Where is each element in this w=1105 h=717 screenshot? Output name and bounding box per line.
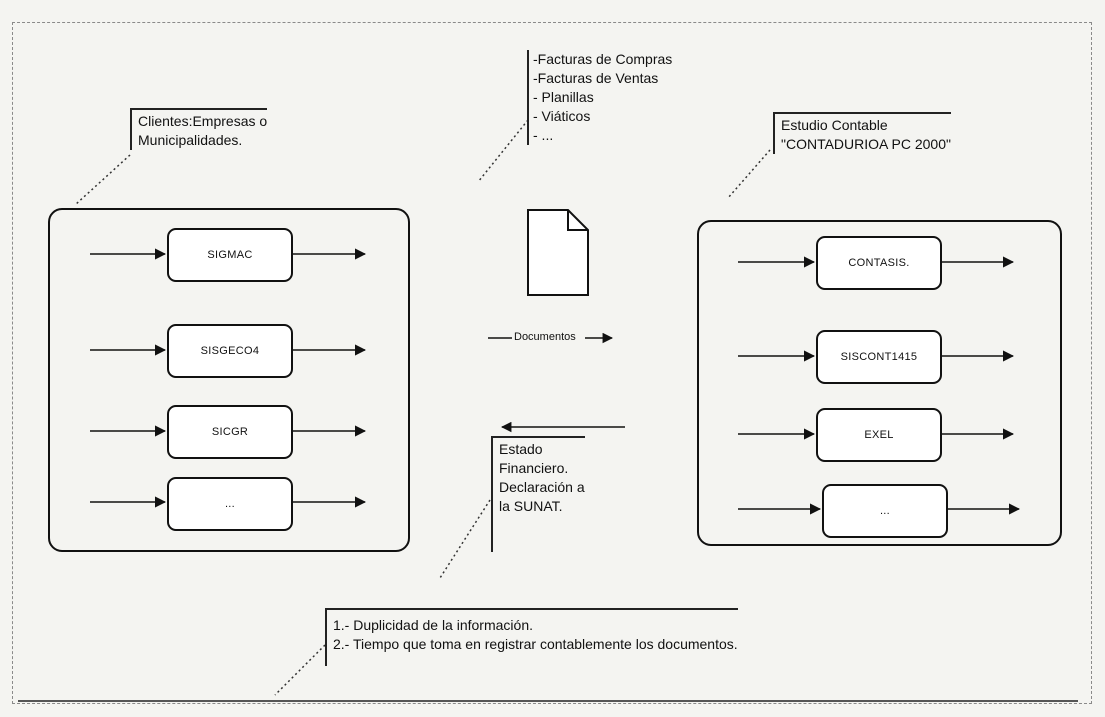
return-note: Estado Financiero. Declaración a la SUNA… (491, 436, 585, 552)
studio-leader-line (727, 149, 771, 199)
documents-flow-label: Documentos (514, 331, 576, 343)
system-box-sigmac: SIGMAC (167, 228, 293, 282)
studio-note: Estudio Contable "CONTADURIOA PC 2000" (773, 112, 951, 154)
documents-leader-line (477, 119, 529, 183)
clients-note: Clientes:Empresas o Municipalidades. (130, 108, 268, 150)
system-box-exel: EXEL (816, 408, 942, 462)
problems-note-line: 1.- Duplicidad de la información. (333, 617, 533, 633)
return-note-line: Financiero. (499, 460, 569, 476)
documents-note-line: -Facturas de Ventas (533, 70, 659, 86)
return-note-line: Estado (499, 441, 543, 457)
studio-systems-group (697, 220, 1062, 546)
problems-note-line: 2.- Tiempo que toma en registrar contabl… (333, 636, 738, 652)
return-leader-line (439, 499, 491, 579)
problems-note: 1.- Duplicidad de la información. 2.- Ti… (325, 608, 738, 666)
bottom-border (18, 700, 1078, 702)
return-note-line: Declaración a (499, 479, 585, 495)
studio-note-line: "CONTADURIOA PC 2000" (781, 136, 951, 152)
system-box-sisgeco4: SISGECO4 (167, 324, 293, 378)
system-box-sicgr: SICGR (167, 405, 293, 459)
clients-note-line: Municipalidades. (138, 132, 243, 148)
document-icon (527, 209, 589, 296)
documents-note: -Facturas de Compras -Facturas de Ventas… (527, 50, 672, 145)
clients-note-line: Clientes:Empresas o (138, 113, 268, 129)
system-box-contasis: CONTASIS. (816, 236, 942, 290)
studio-note-line: Estudio Contable (781, 117, 888, 133)
clients-leader-line (74, 154, 131, 206)
diagram-frame (12, 22, 1092, 704)
problems-leader-line (274, 644, 326, 696)
documents-note-line: - Viáticos (533, 108, 591, 124)
system-box-siscont1415: SISCONT1415 (816, 330, 942, 384)
system-box-ellipsis-left: ... (167, 477, 293, 531)
documents-note-line: - ... (533, 127, 554, 143)
client-systems-group (48, 208, 410, 552)
documents-note-line: - Planillas (533, 89, 594, 105)
return-note-line: la SUNAT. (499, 498, 563, 514)
system-box-ellipsis-right: ... (822, 484, 948, 538)
documents-note-line: -Facturas de Compras (533, 51, 673, 67)
